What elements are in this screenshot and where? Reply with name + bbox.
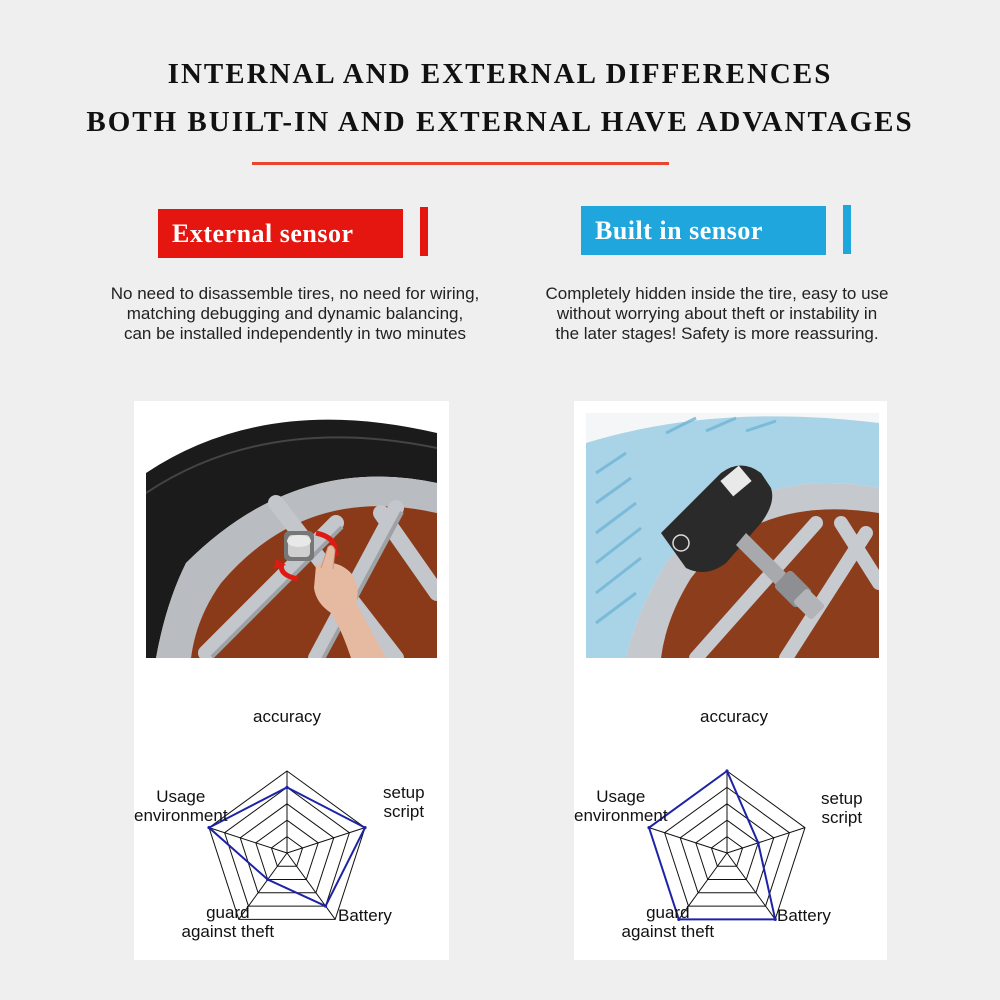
radar-point (647, 826, 651, 830)
radar-axis-label-line: setup (821, 789, 863, 808)
radar-axis-label-line: Battery (338, 906, 392, 925)
radar-svg (207, 770, 367, 920)
radar-axis-label-line: script (383, 802, 425, 821)
radar-spoke (238, 852, 288, 920)
radar-grid-ring (710, 835, 744, 867)
headline-line-1: INTERNAL AND EXTERNAL DIFFERENCES (167, 58, 833, 90)
radar-grid-ring (255, 819, 319, 881)
radar-axis-label-line: Usage (156, 787, 206, 806)
external-description-line: matching debugging and dynamic balancing… (126, 304, 464, 323)
radar-point (323, 904, 328, 908)
radar-grid-ring (679, 803, 775, 894)
radar-axis-label-line: guard (206, 903, 250, 922)
radar-point (773, 917, 777, 921)
radar-axis-label-line: script (821, 808, 863, 827)
built-in-description-line: without worrying about theft or instabil… (556, 304, 878, 323)
radar-axis-label-line: environment (134, 806, 228, 825)
radar-series-line (647, 769, 777, 921)
built-in-tag-accent-bar (843, 205, 851, 254)
external-sensor-photo (146, 413, 437, 658)
built-in-description: Completely hidden inside the tire, easy … (497, 284, 937, 344)
radar-axis-label-line: accuracy (700, 707, 769, 726)
radar-axis-label-line: against theft (621, 922, 715, 941)
radar-point (285, 785, 289, 789)
radar-axis-label-line: Usage (596, 787, 646, 806)
built-in-description-line: Completely hidden inside the tire, easy … (545, 284, 889, 303)
radar-point (677, 917, 681, 921)
radar-spoke (208, 827, 288, 854)
radar-svg (647, 769, 806, 921)
radar-series-line (207, 786, 367, 908)
radar-axis-label-line: against theft (181, 922, 275, 941)
radar-axis-label-line: setup (383, 783, 425, 802)
radar-axis-label: accuracy (253, 707, 321, 726)
external-description: No need to disassemble tires, no need fo… (75, 284, 515, 344)
radar-grid-ring (224, 786, 350, 907)
radar-axis-label-line: Battery (777, 906, 831, 925)
radar-axis-label: Battery (777, 906, 831, 925)
radar-grid-ring (270, 835, 304, 867)
built-in-sensor-tag: Built in sensor (581, 206, 826, 255)
radar-spoke (678, 852, 728, 920)
radar-axis-label-line: guard (646, 903, 690, 922)
built-in-sensor-illustration (586, 413, 879, 658)
radar-spoke (726, 827, 806, 854)
external-description-line: No need to disassemble tires, no need fo… (110, 284, 480, 303)
radar-axis-label: accuracy (700, 707, 768, 726)
built-in-description-line: the later stages! Safety is more reassur… (555, 324, 879, 343)
radar-grid-ring (695, 819, 759, 881)
radar-axis-label: Battery (338, 906, 392, 925)
radar-spoke (648, 827, 728, 854)
external-sensor-tag: External sensor (158, 209, 403, 258)
radar-point (363, 826, 367, 830)
built-in-sensor-photo (586, 413, 879, 658)
radar-spoke (726, 852, 776, 920)
radar-grid-ring (239, 803, 335, 894)
external-description-line: can be installed independently in two mi… (123, 324, 467, 343)
radar-spoke (286, 827, 366, 854)
radar-axis-label-line: environment (574, 806, 668, 825)
radar-point (266, 877, 270, 882)
radar-point (756, 841, 760, 845)
radar-point (725, 769, 729, 773)
radar-grid-ring (664, 786, 790, 907)
radar-point (207, 826, 211, 830)
external-tag-accent-bar (420, 207, 428, 256)
external-sensor-illustration (146, 413, 437, 658)
radar-spoke (286, 852, 336, 920)
title-underline (252, 162, 669, 165)
radar-grid-ring (208, 770, 366, 920)
radar-axis-label-line: accuracy (253, 707, 322, 726)
headline-line-2: BOTH BUILT-IN AND EXTERNAL HAVE ADVANTAG… (86, 106, 914, 138)
